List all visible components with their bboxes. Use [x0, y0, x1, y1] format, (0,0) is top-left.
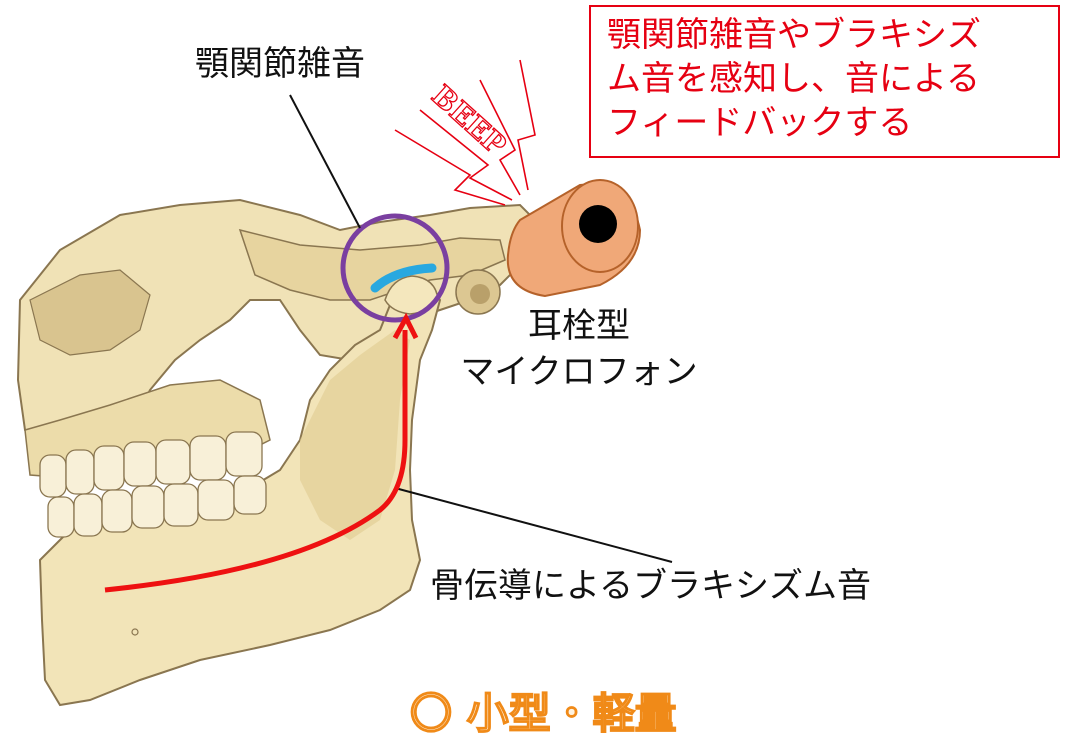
earplug-microphone [508, 180, 640, 296]
skull-illustration [18, 200, 540, 705]
microphone-label-line2: マイクロフォン [444, 350, 714, 396]
feature-heading: 〇 小型・軽量 [410, 680, 677, 741]
microphone-label: 耳栓型 マイクロフォン [444, 304, 714, 396]
microphone-label-line1: 耳栓型 [444, 304, 714, 350]
callout-line2: ム音を感知し、音による [607, 57, 1048, 101]
callout-line3: フィードバックする [607, 101, 1048, 145]
tmj-sound-label: 顎関節雑音 [195, 44, 365, 85]
tmj-leader-line [290, 95, 360, 228]
microphone-port [579, 205, 617, 243]
feedback-callout-box: 顎関節雑音やブラキシズ ム音を感知し、音による フィードバックする [589, 5, 1060, 158]
callout-line1: 顎関節雑音やブラキシズ [607, 13, 1048, 57]
bone-leader-line [395, 488, 672, 562]
ear-canal-hole [470, 284, 490, 304]
bone-conduction-label: 骨伝導によるブラキシズム音 [430, 566, 871, 607]
